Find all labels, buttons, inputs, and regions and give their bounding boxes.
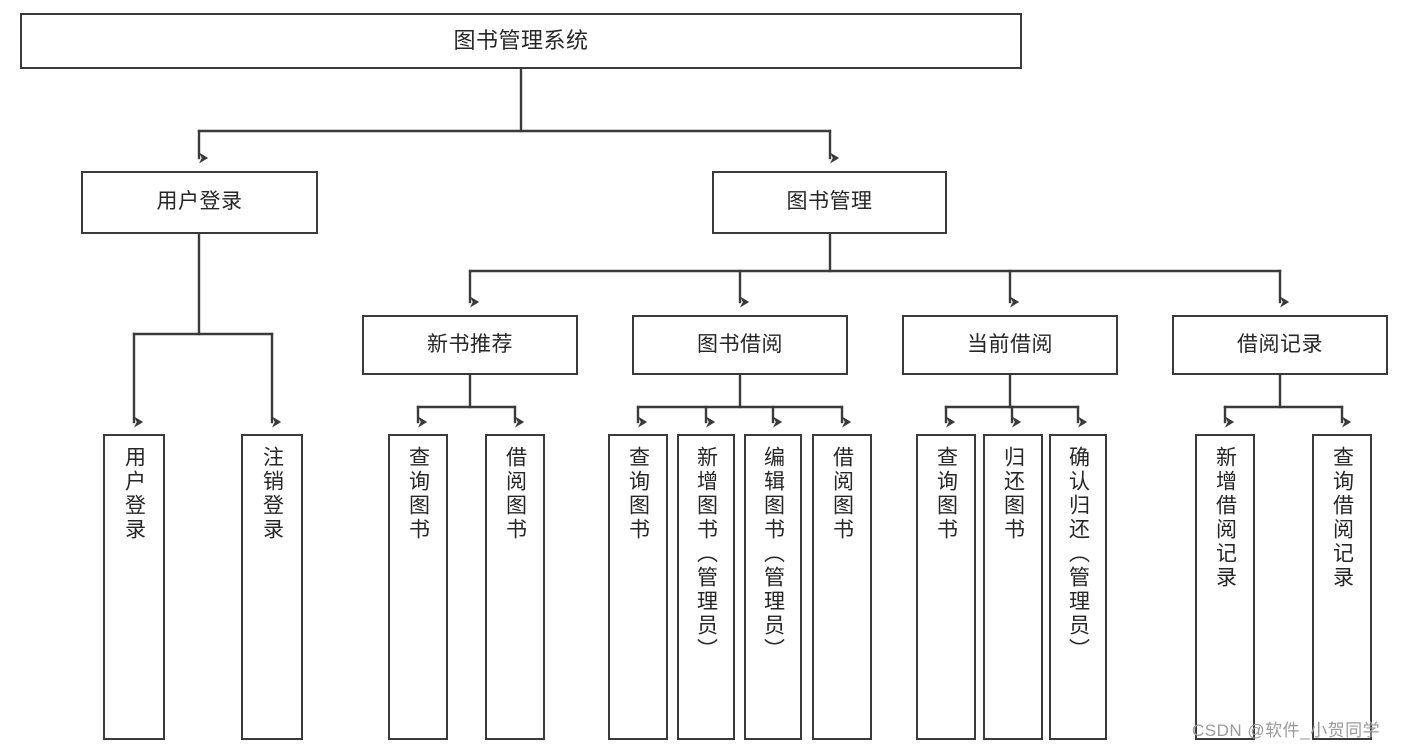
- node-label: 编辑图书（管理员）: [761, 446, 785, 662]
- node-label: 借阅记录: [1237, 332, 1323, 356]
- node-label: 查询图书: [406, 446, 430, 542]
- node-label: 注销登录: [260, 446, 284, 542]
- leaf-user-login[interactable]: 用户登录: [103, 434, 165, 740]
- leaf-confirm-return-admin[interactable]: 确认归还（管理员）: [1049, 434, 1107, 740]
- node-label: 查询借阅记录: [1330, 446, 1354, 590]
- node-borrow-record[interactable]: 借阅记录: [1172, 315, 1388, 375]
- node-book-borrow[interactable]: 图书借阅: [632, 315, 848, 375]
- watermark: CSDN @软件_小贺同学: [1192, 721, 1381, 740]
- node-label: 新增图书（管理员）: [694, 446, 718, 662]
- node-label: 借阅图书: [830, 446, 854, 542]
- node-label: 图书管理: [786, 190, 873, 214]
- node-root[interactable]: 图书管理系统: [20, 13, 1022, 69]
- node-label: 图书管理系统: [453, 28, 589, 54]
- node-label: 确认归还（管理员）: [1066, 446, 1090, 662]
- leaf-query-borrow-record[interactable]: 查询借阅记录: [1312, 434, 1372, 740]
- leaf-logout[interactable]: 注销登录: [241, 434, 303, 740]
- leaf-return-book[interactable]: 归还图书: [983, 434, 1043, 740]
- node-label: 当前借阅: [967, 332, 1053, 356]
- node-user-login[interactable]: 用户登录: [81, 171, 318, 234]
- leaf-add-borrow-record[interactable]: 新增借阅记录: [1195, 434, 1255, 740]
- leaf-borrow-book-recommend[interactable]: 借阅图书: [485, 434, 545, 740]
- leaf-borrow-book[interactable]: 借阅图书: [812, 434, 872, 740]
- leaf-query-book-borrow[interactable]: 查询图书: [608, 434, 668, 740]
- node-label: 查询图书: [934, 446, 958, 542]
- node-new-book-recommend[interactable]: 新书推荐: [362, 315, 578, 375]
- node-label: 用户登录: [122, 446, 146, 542]
- node-label: 查询图书: [626, 446, 650, 542]
- node-label: 新书推荐: [427, 332, 513, 356]
- node-current-borrow[interactable]: 当前借阅: [902, 315, 1118, 375]
- node-label: 借阅图书: [503, 446, 527, 542]
- leaf-query-book-current[interactable]: 查询图书: [916, 434, 976, 740]
- node-label: 图书借阅: [697, 332, 783, 356]
- node-label: 新增借阅记录: [1213, 446, 1237, 590]
- node-book-management[interactable]: 图书管理: [712, 171, 947, 234]
- node-label: 归还图书: [1001, 446, 1025, 542]
- leaf-add-book-admin[interactable]: 新增图书（管理员）: [677, 434, 735, 740]
- node-label: 用户登录: [156, 190, 243, 214]
- leaf-edit-book-admin[interactable]: 编辑图书（管理员）: [744, 434, 802, 740]
- leaf-query-book-recommend[interactable]: 查询图书: [388, 434, 448, 740]
